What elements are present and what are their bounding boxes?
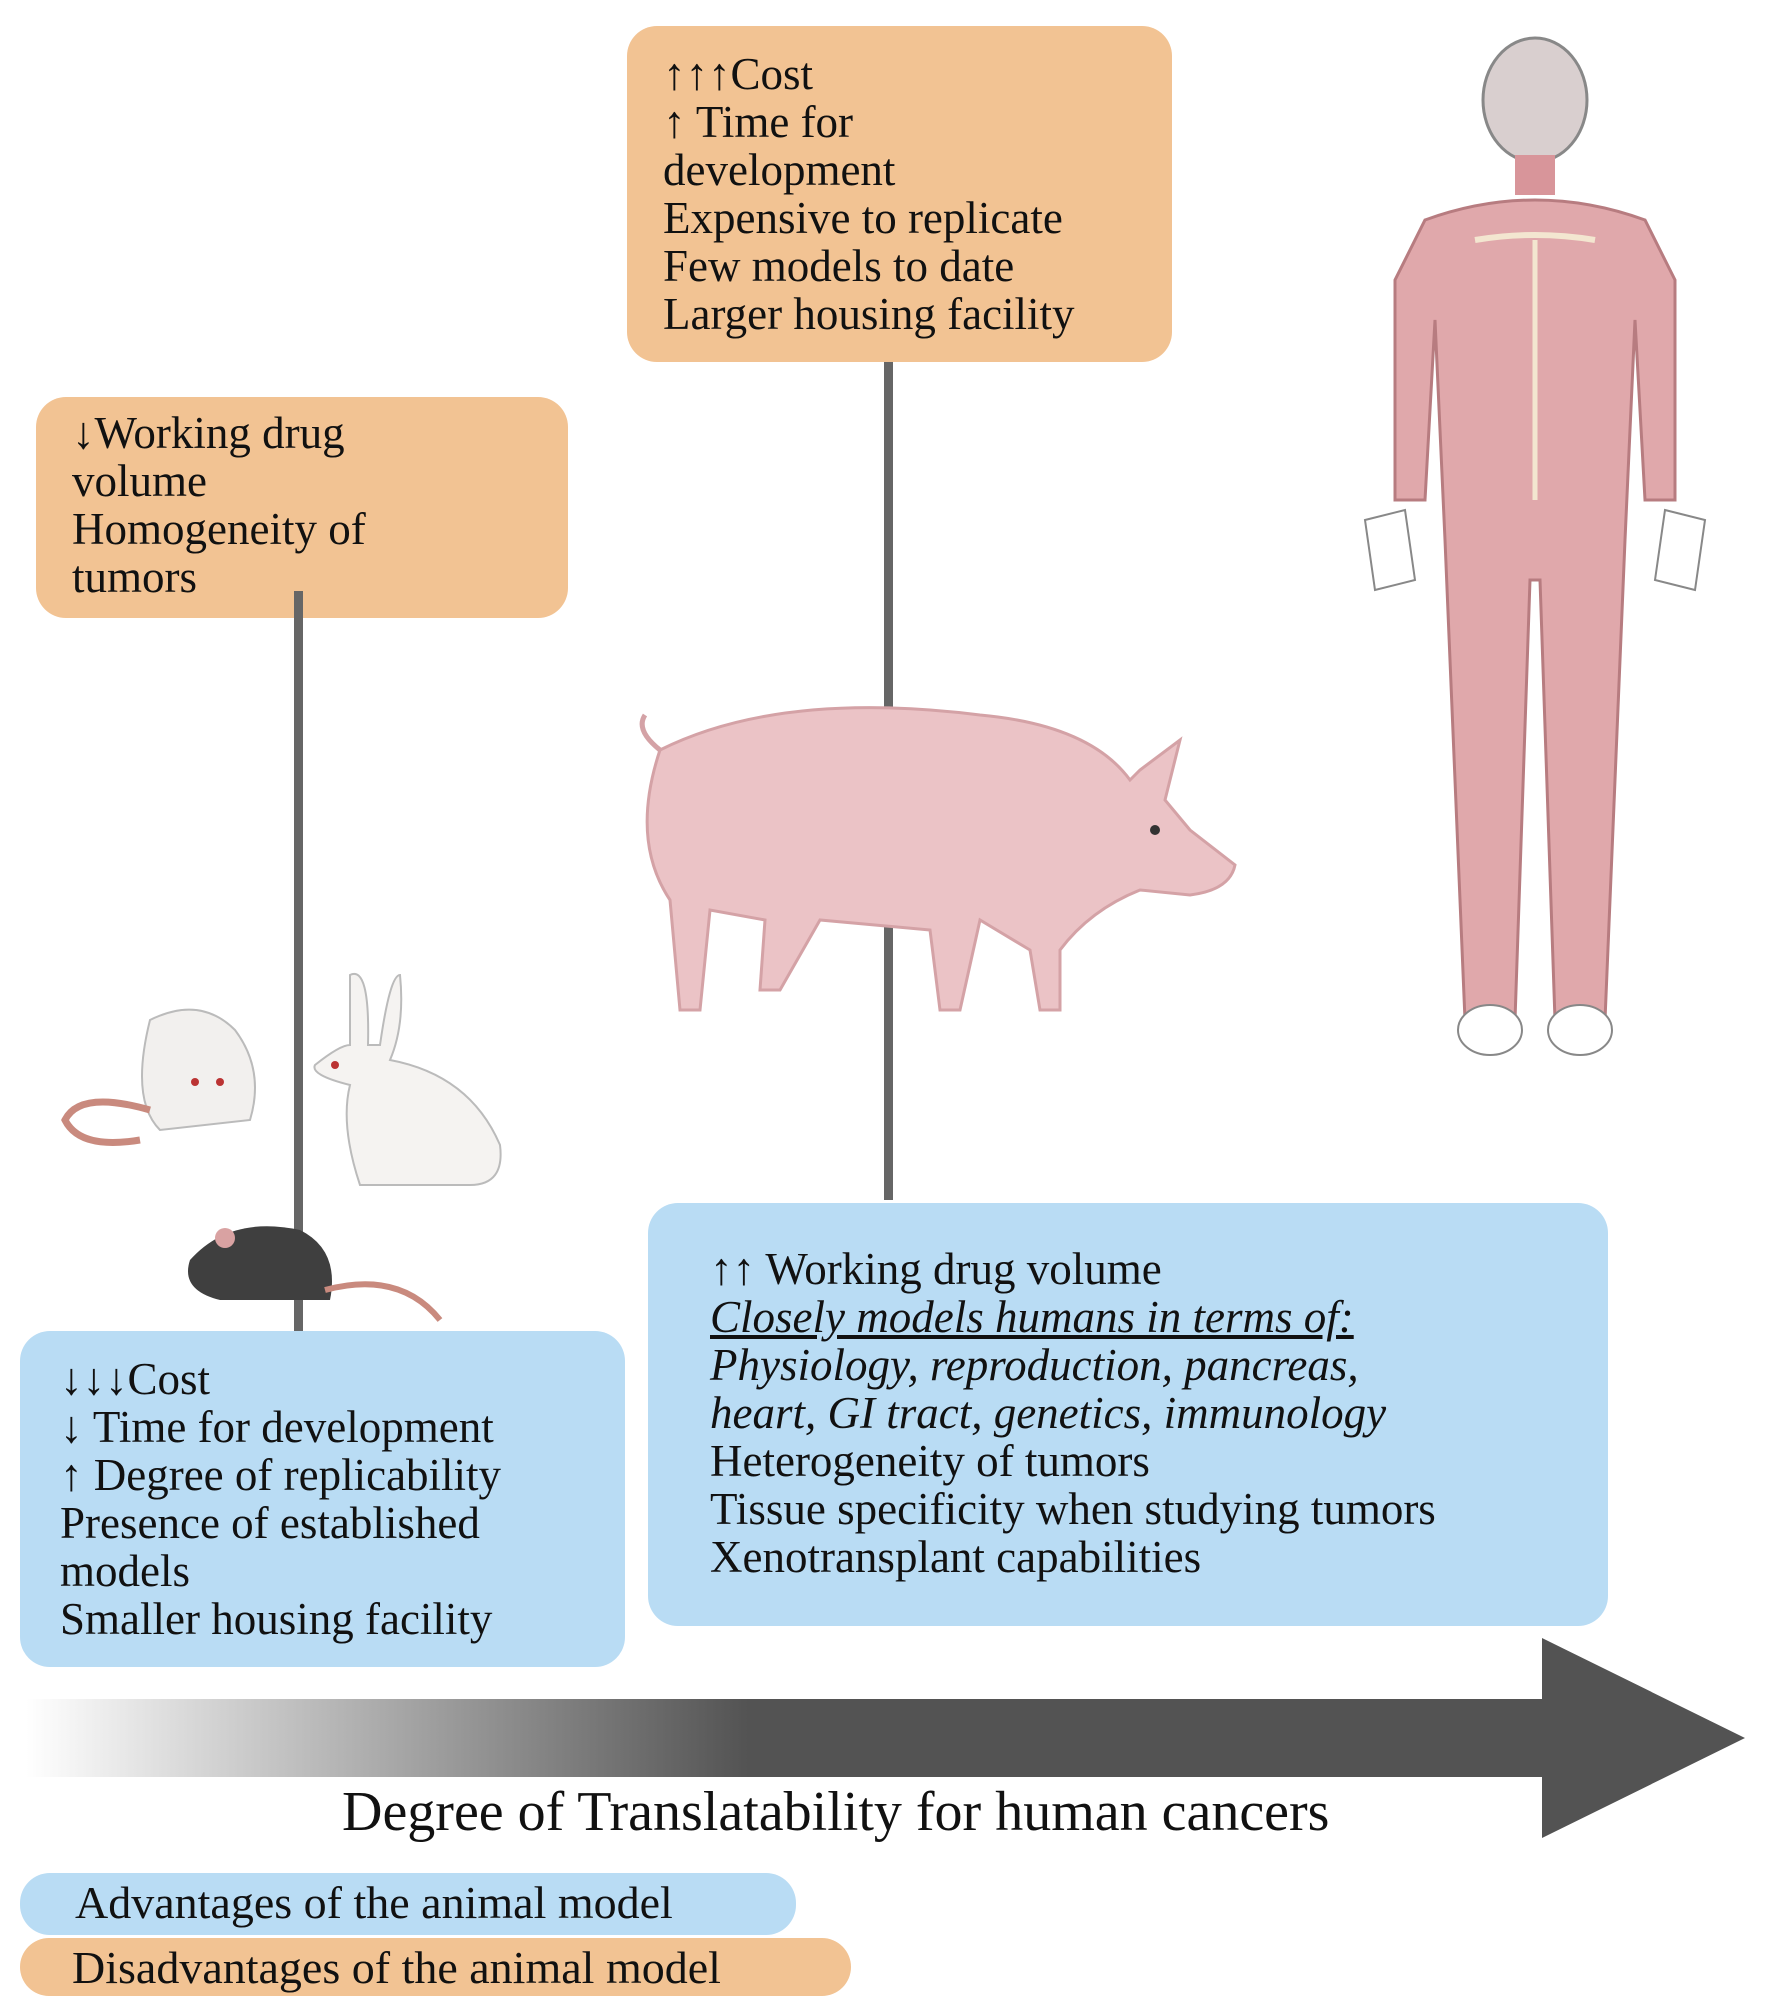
advantage-item: Smaller housing facility: [60, 1594, 493, 1644]
advantage-item: Xenotransplant capabilities: [710, 1532, 1202, 1582]
pig-disadvantages-box: ↑↑↑Cost ↑ Time for development Expensive…: [627, 26, 1172, 362]
legend-advantages: Advantages of the animal model: [20, 1873, 796, 1935]
disadvantage-item: Few models to date: [663, 241, 1015, 291]
disadvantage-item: ↑ Time for: [663, 97, 854, 147]
small-animal-connector-line: [294, 591, 303, 1331]
disadvantage-item: ↑↑↑Cost: [663, 49, 814, 99]
small-animal-advantages-box: ↓↓↓Cost ↓ Time for development ↑ Degree …: [20, 1331, 625, 1667]
advantage-item: ↑ Degree of replicability: [60, 1450, 502, 1500]
pig-advantages-box: ↑↑ Working drug volume Closely models hu…: [648, 1203, 1608, 1626]
disadvantage-item: Expensive to replicate: [663, 193, 1063, 243]
pig-illustration: [639, 706, 1237, 1012]
advantage-subheading: Closely models humans in terms of:: [710, 1292, 1354, 1342]
mouse-illustration: [188, 1226, 443, 1322]
small-animal-disadvantages-box: ↓Working drug volume Homogeneity of tumo…: [36, 397, 568, 618]
advantage-item: heart, GI tract, genetics, immunology: [710, 1388, 1387, 1438]
disadvantage-item: ↓Working drug: [72, 408, 345, 458]
advantage-item: Presence of established: [60, 1498, 480, 1548]
rabbit-illustration: [313, 972, 502, 1186]
disadvantage-item: development: [663, 145, 896, 195]
advantage-item: ↓↓↓Cost: [60, 1354, 211, 1404]
advantage-item: ↑↑ Working drug volume: [710, 1244, 1162, 1294]
disadvantage-item: Larger housing facility: [663, 289, 1075, 339]
advantage-item: Heterogeneity of tumors: [710, 1436, 1150, 1486]
legend-disadvantages: Disadvantages of the animal model: [20, 1938, 851, 1996]
disadvantage-item: tumors: [72, 552, 198, 602]
human-anatomy-illustration: [1363, 36, 1707, 1056]
advantage-item: models: [60, 1546, 190, 1596]
small-animal-connector-line-top: [294, 591, 303, 621]
disadvantage-item: Homogeneity of: [72, 504, 366, 554]
advantage-item: Physiology, reproduction, pancreas,: [710, 1340, 1359, 1390]
disadvantage-item: volume: [72, 456, 207, 506]
translatability-arrow: [26, 1638, 1745, 1838]
advantage-item: ↓ Time for development: [60, 1402, 494, 1452]
axis-caption: Degree of Translatability for human canc…: [342, 1781, 1330, 1843]
advantage-item: Tissue specificity when studying tumors: [710, 1484, 1436, 1534]
rat-illustration: [61, 1008, 256, 1146]
